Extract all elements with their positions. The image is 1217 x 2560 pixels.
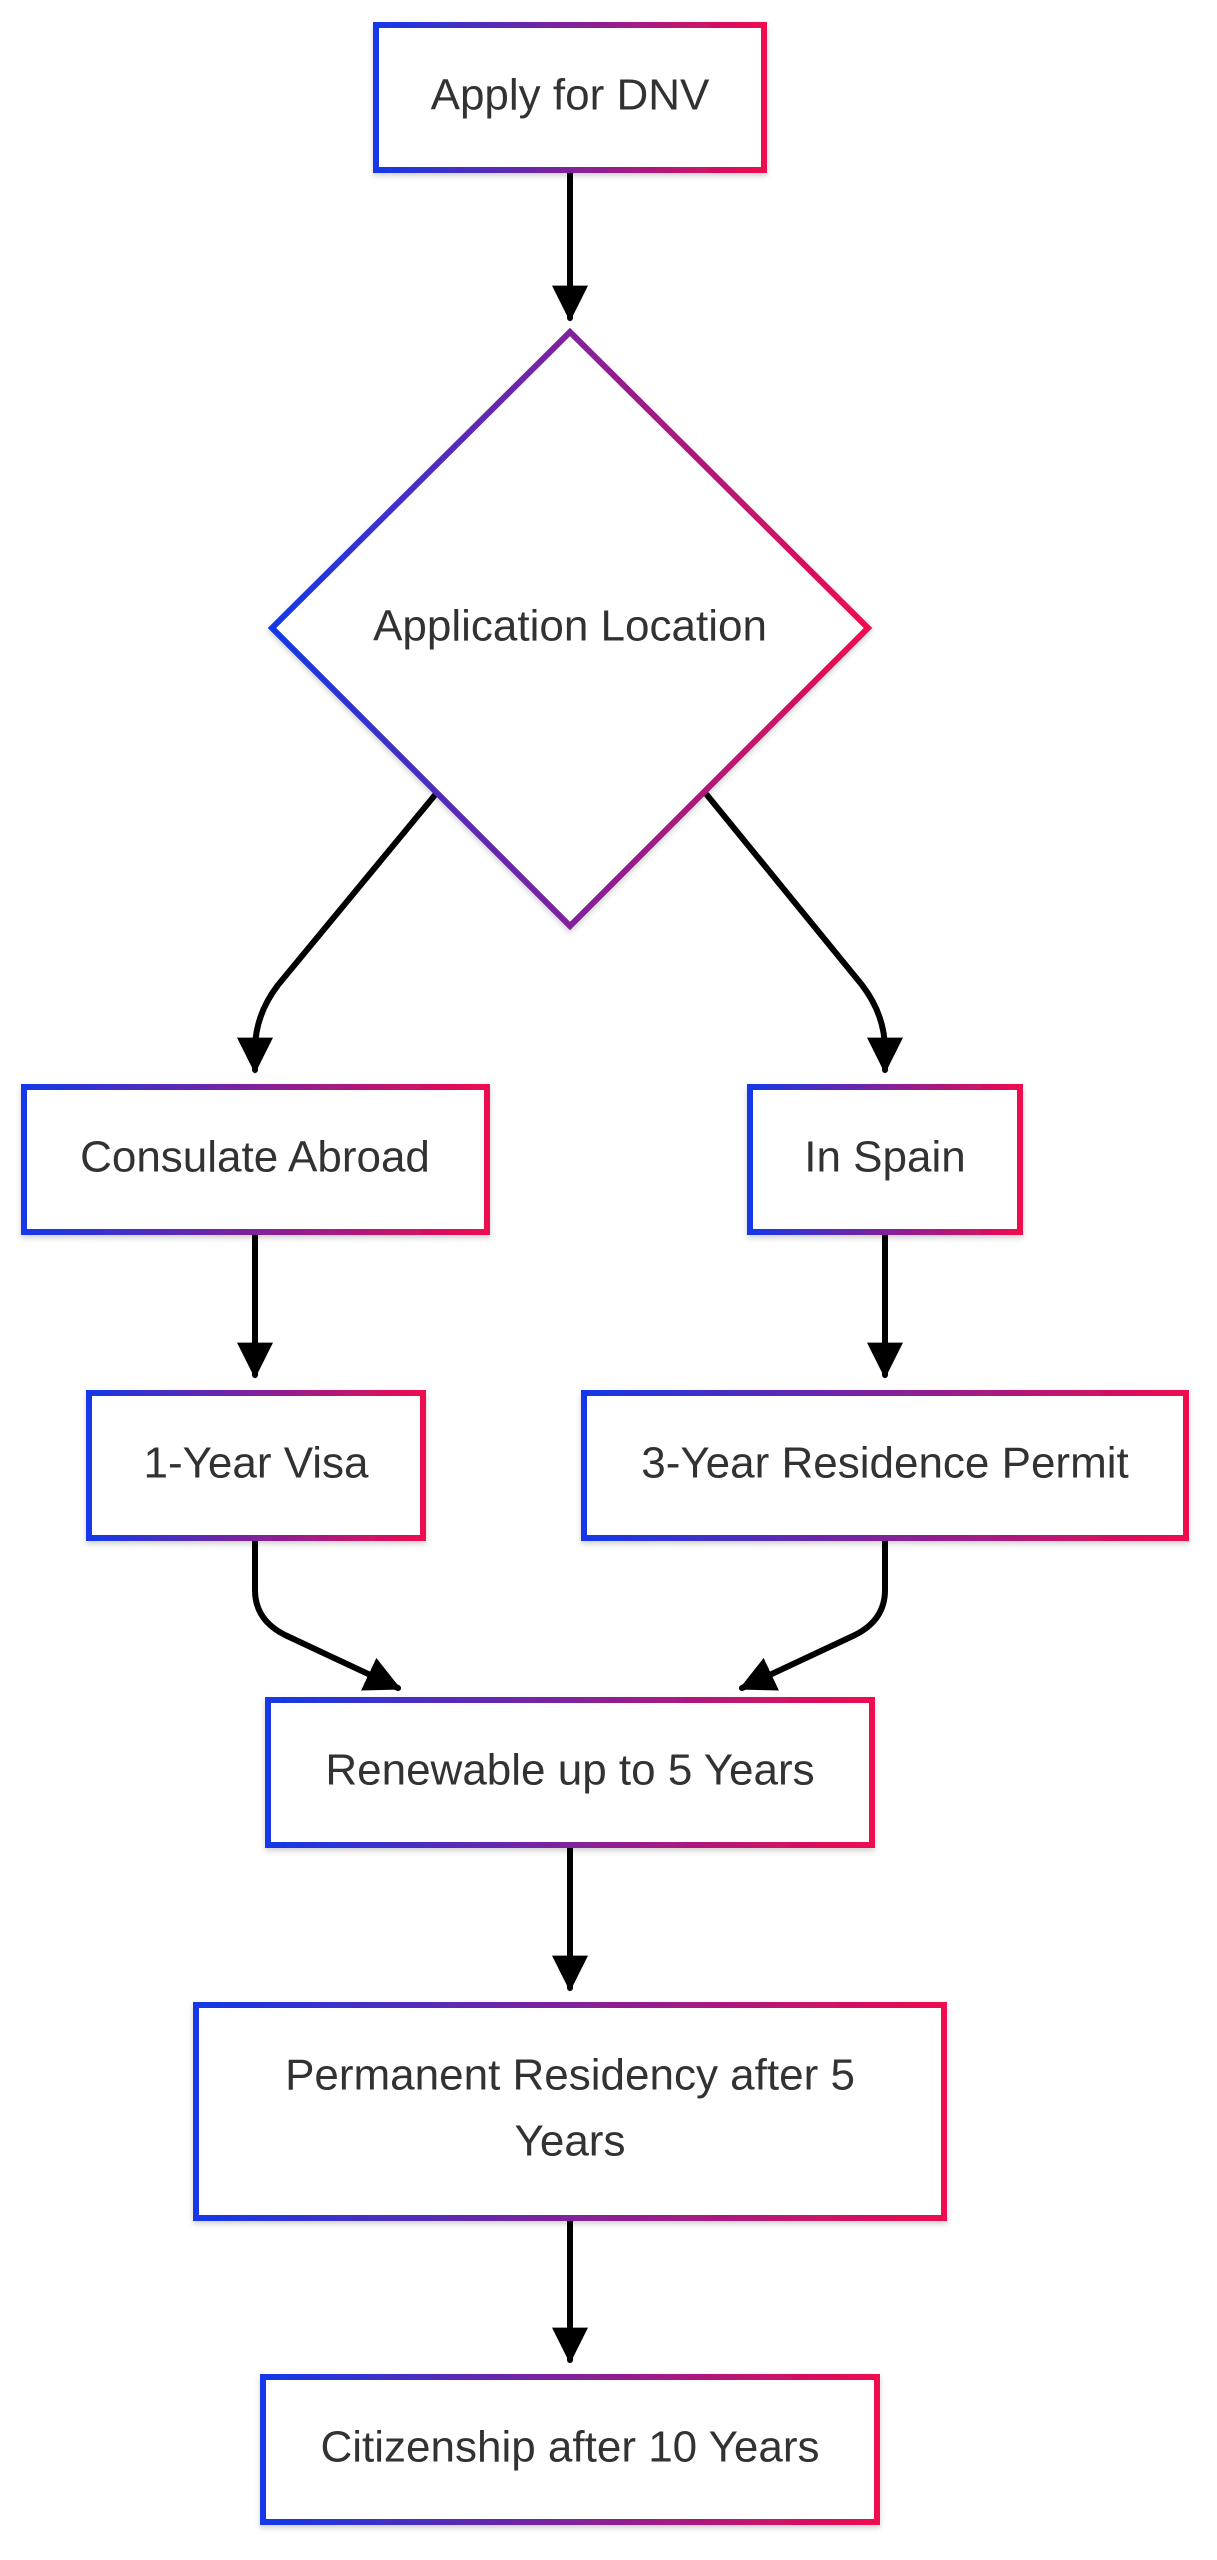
edge-visa-to-renewable xyxy=(252,1537,402,1691)
node-location-decision: Application Location xyxy=(267,327,873,931)
node-apply: Apply for DNV xyxy=(373,22,767,173)
node-renewable: Renewable up to 5 Years xyxy=(265,1697,875,1848)
edge-permit-to-renewable xyxy=(738,1537,888,1691)
node-location-label: Application Location xyxy=(373,602,767,651)
edge-location-to-spain xyxy=(704,792,903,1074)
node-consulate: Consulate Abroad xyxy=(21,1084,490,1235)
node-permit-label: 3-Year Residence Permit xyxy=(641,1439,1129,1488)
node-renewable-label: Renewable up to 5 Years xyxy=(325,1746,814,1795)
node-visa-label: 1-Year Visa xyxy=(143,1439,369,1488)
node-permanent-label-line2: Years xyxy=(515,2117,626,2166)
node-permanent-label-line1: Permanent Residency after 5 xyxy=(285,2051,855,2100)
node-spain: In Spain xyxy=(747,1084,1023,1235)
node-spain-label: In Spain xyxy=(804,1133,965,1182)
node-apply-label: Apply for DNV xyxy=(431,71,710,120)
node-visa: 1-Year Visa xyxy=(86,1390,426,1541)
node-citizenship-label: Citizenship after 10 Years xyxy=(321,2423,820,2472)
node-permanent: Permanent Residency after 5 Years xyxy=(193,2002,947,2221)
node-citizenship: Citizenship after 10 Years xyxy=(260,2374,880,2525)
edges xyxy=(237,169,903,2364)
node-permit: 3-Year Residence Permit xyxy=(581,1390,1189,1541)
node-consulate-label: Consulate Abroad xyxy=(80,1133,430,1182)
edge-location-to-consulate xyxy=(237,792,438,1074)
